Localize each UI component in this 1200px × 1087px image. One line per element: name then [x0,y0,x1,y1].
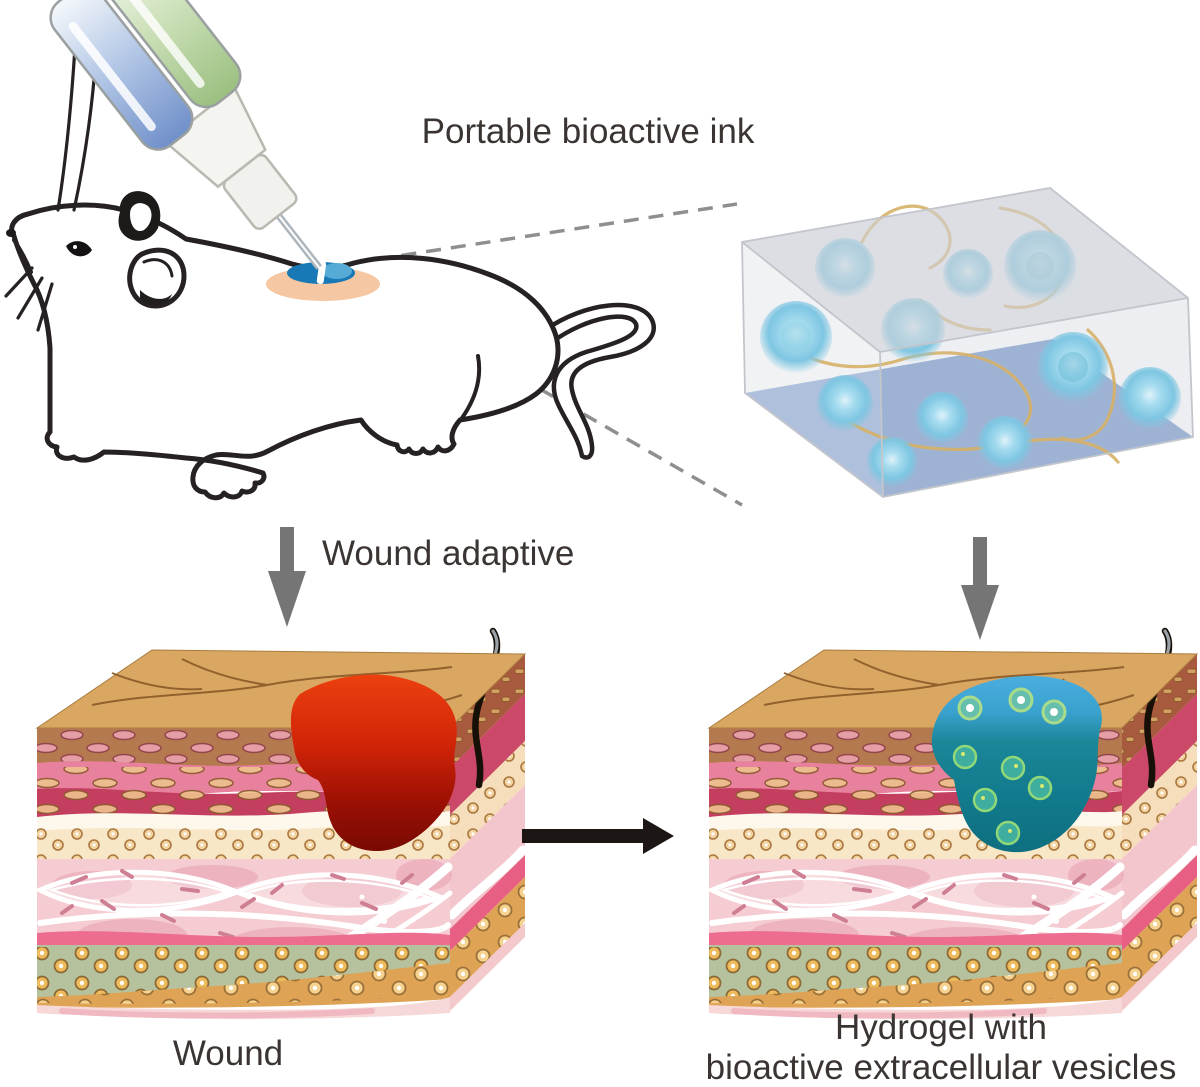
mouse-hindleg-line [460,354,482,420]
skin-block-wound [37,631,525,1019]
label-hydrogel: Hydrogel with bioactive extracellular ve… [640,1008,1200,1087]
mouse-body [9,202,561,501]
mouse-eye-icon [66,241,92,257]
wound-site [266,261,380,301]
wound-blob [290,674,457,852]
label-wound-adaptive: Wound adaptive [322,534,575,573]
mouse-ear-front [127,247,187,309]
syringe-barrel-green [96,0,242,109]
zoom-dashed-line-upper [351,202,738,265]
mouse-ear-back-inner [130,203,152,232]
label-portable-bioactive-ink: Portable bioactive ink [421,112,755,151]
mouse-eye-glint [73,245,77,249]
bioink-cube [741,187,1194,498]
mouse-tail [542,302,656,460]
skin-block-hydrogel [709,631,1197,1019]
cube-front-right-face [880,298,1193,497]
mouse-ear-front-shade [140,290,172,306]
cube-front-left-face [742,242,883,497]
transform-arrow [522,818,674,854]
hydrogel-vesicles [952,687,1067,846]
cube-top-face [742,188,1188,352]
label-hydrogel-line1: Hydrogel with [834,1008,1048,1047]
mouse-illustration [4,28,656,501]
syringe-barrel-blue [49,0,194,151]
down-arrow-right [961,537,999,640]
label-hydrogel-line2: bioactive extracellular vesicles [705,1048,1177,1087]
wound-ink-light [322,263,352,279]
cube-edges [741,187,1194,498]
dual-syringe-icon [49,0,322,270]
mouse-ear-front-line [142,258,174,278]
mouse-nose [6,229,16,237]
label-wound: Wound [172,1034,284,1073]
down-arrow-left [268,527,306,627]
